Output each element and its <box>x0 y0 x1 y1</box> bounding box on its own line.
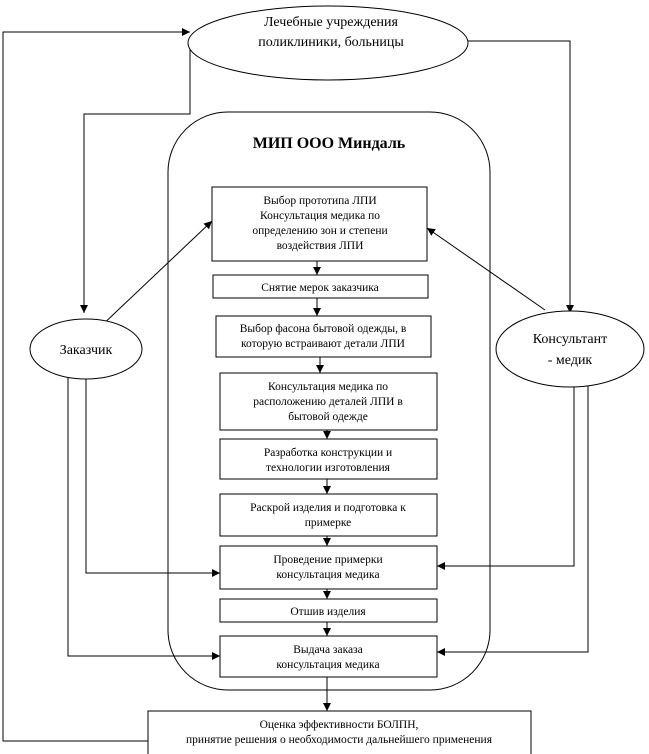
arrow-consultant-to-step7 <box>437 385 575 570</box>
connectors <box>2 28 589 742</box>
step3-box <box>215 315 432 358</box>
step7-label-line: консультация медика <box>276 569 379 581</box>
customer-ellipse <box>29 318 143 380</box>
step1-label-line: Консультация медика по <box>260 210 380 222</box>
step1-label-line: определению зон и степени <box>252 225 387 237</box>
arrow-consultant-to-step9 <box>437 385 589 656</box>
consultant-label-line: Консультант <box>533 332 608 347</box>
step9-box <box>219 635 438 678</box>
arrow-consultant-to-step1 <box>426 227 546 311</box>
arrow-customer-to-step1 <box>96 220 213 331</box>
step8-box <box>219 598 438 623</box>
step2-box <box>212 274 429 299</box>
arrow-customer-to-step7 <box>85 368 220 577</box>
step3-label-line: которую встраивают детали ЛПИ <box>241 338 405 350</box>
consultant-ellipse <box>495 310 645 388</box>
step7-box <box>219 545 438 590</box>
step2-label-line: Снятие мерок заказчика <box>261 282 379 294</box>
step10-label-line: принятие решения о необходимости дальней… <box>186 734 493 746</box>
node-labels: Лечебные учреждения поликлиники, больницы… <box>60 15 608 746</box>
step5-box <box>219 438 438 480</box>
step1-label-line: воздействия ЛПИ <box>277 240 364 252</box>
organization-frame <box>167 111 491 691</box>
lpu-ellipse <box>187 5 469 81</box>
step9-label-line: Выдача заказа <box>293 644 362 656</box>
arrow-lpu-to-consultant <box>465 40 574 313</box>
step7-label-line: Проведение примерки <box>273 554 382 566</box>
arrow-customer-to-step9 <box>67 360 220 660</box>
consultant-label-line: - медик <box>548 353 593 368</box>
step5-label-line: Разработка конструкции и <box>264 447 392 459</box>
organization-title: МИП ООО Миндаль <box>253 135 406 152</box>
step8-label-line: Отшив изделия <box>290 606 366 618</box>
step4-box <box>219 372 438 431</box>
step6-box <box>219 493 438 537</box>
step10-box <box>147 710 532 754</box>
step4-label-line: расположению деталей ЛПИ в <box>253 396 403 408</box>
step1-box <box>211 186 428 262</box>
arrow-evaluation-to-lpu <box>2 28 190 742</box>
step6-label-line: Раскрой изделия и подготовка к <box>250 502 406 514</box>
step4-label-line: Консультация медика по <box>268 381 388 393</box>
step10-label-line: Оценка эффективности БОЛПН, <box>260 719 419 731</box>
step6-label-line: примерке <box>305 517 352 529</box>
step3-label-line: Выбор фасона бытовой одежды, в <box>240 323 407 335</box>
lpu-label-line: Лечебные учреждения <box>264 15 399 30</box>
arrow-lpu-to-customer <box>80 48 191 313</box>
step5-label-line: технологии изготовления <box>266 462 391 474</box>
step1-label-line: Выбор прототипа ЛПИ <box>263 195 376 207</box>
step9-label-line: консультация медика <box>276 659 379 671</box>
lpu-label-line: поликлиники, больницы <box>258 35 404 50</box>
step4-label-line: бытовой одежде <box>288 411 368 423</box>
customer-label-line: Заказчик <box>60 343 113 358</box>
